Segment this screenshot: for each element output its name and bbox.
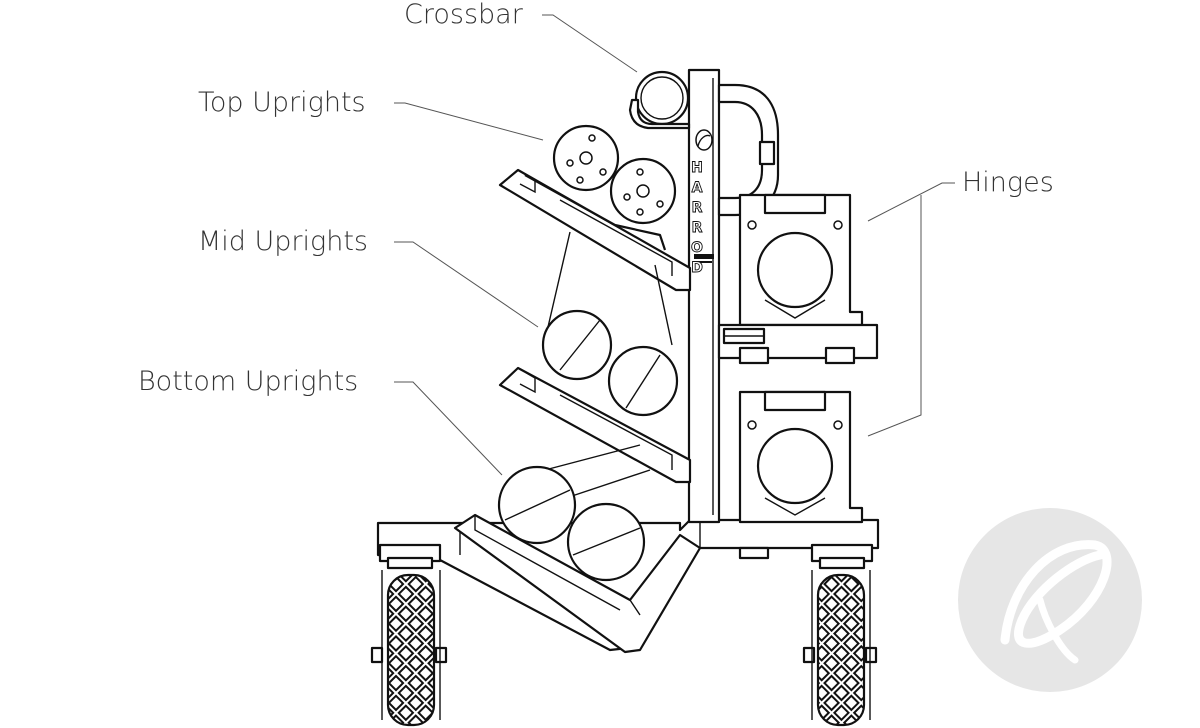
leader-crossbar [542,14,638,73]
handle [717,83,780,217]
brand-vertical: HARROD [689,160,705,280]
mast [687,68,721,524]
mid-rack [498,366,692,484]
top-uprights-tubes [552,124,677,225]
leader-top-uprights [394,102,544,141]
top-rack [498,168,692,292]
left-caster [370,543,448,727]
right-caster [802,543,878,727]
hinge-upper [717,193,879,365]
callout-top-uprights: Top Uprights [198,87,544,141]
leader-mid-uprights [394,241,539,328]
bottom-uprights-tubes [497,465,646,582]
leader-bottom-uprights [394,381,503,476]
crossbar-tube [628,70,691,130]
label-top-uprights: Top Uprights [198,87,366,118]
callout-bottom-uprights: Bottom Uprights [138,366,503,476]
leader-hinges-bracket [867,195,922,437]
callout-hinges: Hinges [867,167,1054,437]
label-mid-uprights: Mid Uprights [198,226,368,257]
leader-hinges [867,182,955,222]
label-hinges: Hinges [962,167,1054,198]
callout-crossbar: Crossbar [404,0,638,73]
callout-mid-uprights: Mid Uprights [198,226,539,328]
label-bottom-uprights: Bottom Uprights [138,366,358,397]
hinge-lower [738,390,864,524]
mid-uprights-tubes [541,309,679,417]
watermark-logo [958,508,1142,692]
base-frame [376,513,880,654]
bottom-rack-support [544,444,651,501]
label-crossbar: Crossbar [404,0,524,30]
